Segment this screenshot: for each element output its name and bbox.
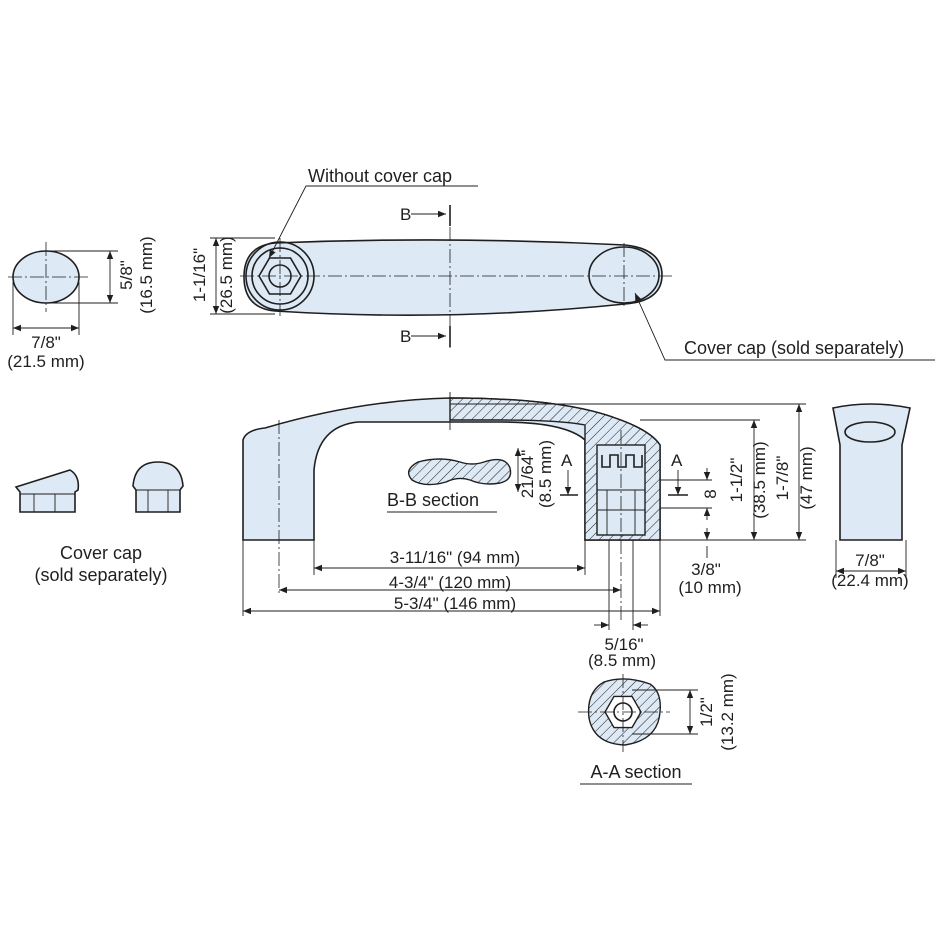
front-view: B-B section 21/64" (8.5 mm) A A 8 1-1/2"… [242, 392, 816, 670]
section-marker-b-top: B [400, 205, 411, 224]
side-view-opening [844, 421, 896, 443]
cover-cap-front [132, 461, 184, 513]
pitch-length: 4-3/4" (120 mm) [389, 573, 511, 592]
section-marker-a-left: A [561, 451, 573, 470]
end-view-height-mm: (16.5 mm) [137, 236, 156, 313]
end-view: 5/8" (16.5 mm) 7/8" (21.5 mm) [7, 236, 156, 371]
bottom-depth-mm: (10 mm) [678, 578, 741, 597]
callout-cover-cap-sold: Cover cap (sold separately) [684, 338, 904, 358]
top-view: 1-1/16" (26.5 mm) B B Without cover cap … [190, 166, 935, 361]
base-height-in: 1-1/2" [727, 458, 746, 503]
section-marker-b-bottom: B [400, 327, 411, 346]
end-view-width-mm: (21.5 mm) [7, 352, 84, 371]
bb-section-title: B-B section [387, 490, 479, 510]
aa-height-in: 1/2" [697, 697, 716, 727]
end-view-width-in: 7/8" [31, 333, 61, 352]
side-view-body [832, 403, 911, 541]
top-height-in: 1-1/16" [190, 248, 209, 302]
hole-in: 5/16" [604, 635, 643, 654]
cover-cap-subtitle: (sold separately) [34, 565, 167, 585]
total-height-mm: (47 mm) [797, 446, 816, 509]
end-view-height-in: 5/8" [117, 260, 136, 290]
section-marker-a-right: A [671, 451, 683, 470]
base-height-mm: (38.5 mm) [750, 441, 769, 518]
cover-cap-title: Cover cap [60, 543, 142, 563]
bottom-depth-in: 3/8" [691, 560, 721, 579]
thread-size: 8 [701, 489, 720, 498]
aa-section: 1/2" (13.2 mm) A-A section [578, 673, 737, 785]
inner-length: 3-11/16" (94 mm) [390, 548, 520, 567]
side-width-in: 7/8" [855, 551, 885, 570]
top-height-mm: (26.5 mm) [217, 236, 236, 313]
bb-depth-mm: (8.5 mm) [536, 440, 555, 508]
side-width-mm: (22.4 mm) [831, 571, 908, 590]
overall-length: 5-3/4" (146 mm) [394, 594, 516, 613]
side-view: 7/8" (22.4 mm) [831, 403, 911, 590]
aa-section-title: A-A section [590, 762, 681, 782]
total-height-in: 1-7/8" [773, 456, 792, 501]
top-view-handle [243, 239, 663, 316]
bb-depth-in: 21/64" [518, 450, 537, 499]
aa-height-mm: (13.2 mm) [718, 673, 737, 750]
hole-mm: (8.5 mm) [588, 651, 656, 670]
cover-cap-side [14, 469, 80, 513]
bb-section-shape [407, 458, 512, 486]
cover-cap-views: Cover cap (sold separately) [14, 461, 184, 585]
callout-without-cover-cap: Without cover cap [308, 166, 452, 186]
